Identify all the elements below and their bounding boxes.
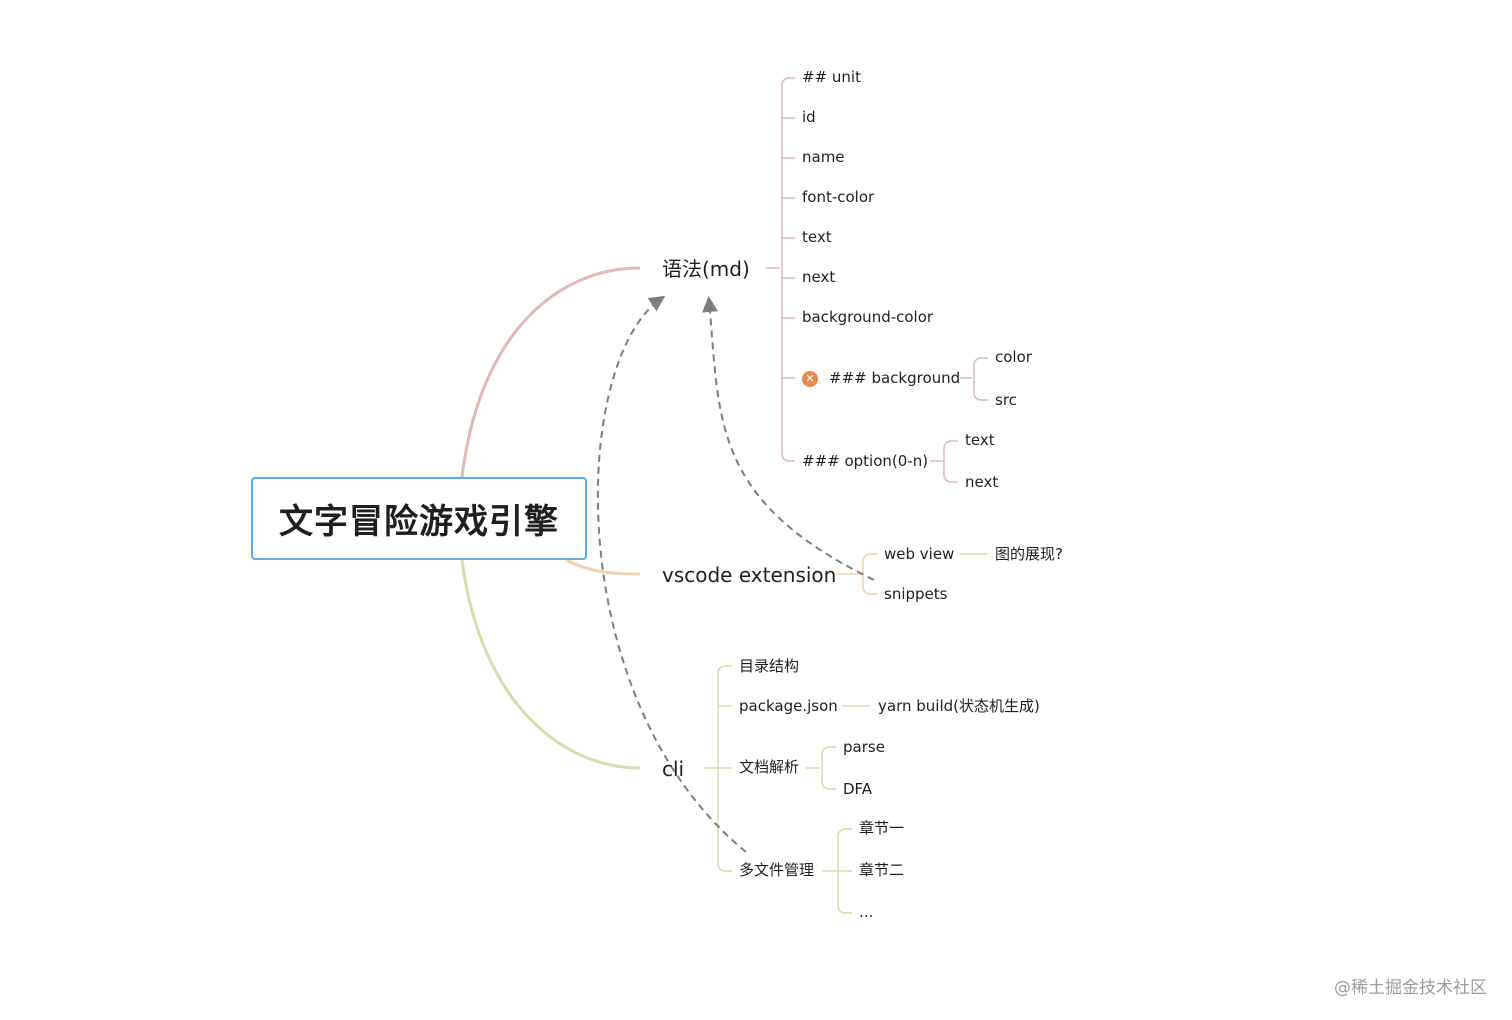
node-background-color[interactable]: background-color — [802, 308, 934, 326]
node-background-src[interactable]: src — [995, 391, 1017, 409]
node-unit[interactable]: ## unit — [802, 68, 861, 86]
syntax-bracket — [766, 77, 988, 483]
node-next[interactable]: next — [802, 268, 836, 286]
cli-bracket — [704, 665, 870, 914]
node-chapter-2[interactable]: 章节二 — [859, 861, 905, 879]
relationship-multifile-to-syntax — [596, 295, 747, 853]
node-doc-parse[interactable]: 文档解析 — [739, 758, 800, 776]
connector-root-syntax — [460, 266, 641, 478]
node-option[interactable]: ### option(0-n) — [802, 452, 929, 470]
relationship-snippets-to-syntax — [702, 296, 875, 581]
node-package-json[interactable]: package.json — [739, 697, 838, 715]
root-node[interactable]: 文字冒险游戏引擎 — [251, 477, 587, 560]
node-option-text[interactable]: text — [965, 431, 995, 449]
watermark: @稀土掘金技术社区 — [1334, 978, 1487, 998]
connector-root-cli — [460, 559, 641, 770]
connector-root-vscode — [565, 558, 641, 576]
node-id[interactable]: id — [802, 108, 816, 126]
error-icon: ✕ — [802, 371, 818, 387]
node-cli[interactable]: cli — [662, 757, 685, 781]
node-vscode[interactable]: vscode extension — [662, 563, 837, 587]
node-background[interactable]: ### background — [829, 369, 961, 387]
node-background-color-child[interactable]: color — [995, 348, 1032, 366]
node-dir-structure[interactable]: 目录结构 — [739, 657, 800, 675]
node-snippets[interactable]: snippets — [884, 585, 948, 603]
node-name[interactable]: name — [802, 148, 845, 166]
node-font-color[interactable]: font-color — [802, 188, 875, 206]
node-option-next[interactable]: next — [965, 473, 999, 491]
node-chapter-1[interactable]: 章节一 — [859, 819, 905, 837]
node-ellipsis[interactable]: ... — [859, 903, 874, 921]
node-graph-display[interactable]: 图的展现? — [995, 545, 1063, 563]
node-yarn-build[interactable]: yarn build(状态机生成) — [878, 697, 1040, 715]
node-text[interactable]: text — [802, 228, 832, 246]
node-parse[interactable]: parse — [843, 738, 885, 756]
node-web-view[interactable]: web view — [884, 545, 955, 563]
node-multi-file[interactable]: 多文件管理 — [739, 861, 815, 879]
node-dfa[interactable]: DFA — [843, 780, 873, 798]
node-syntax[interactable]: 语法(md) — [662, 257, 750, 281]
